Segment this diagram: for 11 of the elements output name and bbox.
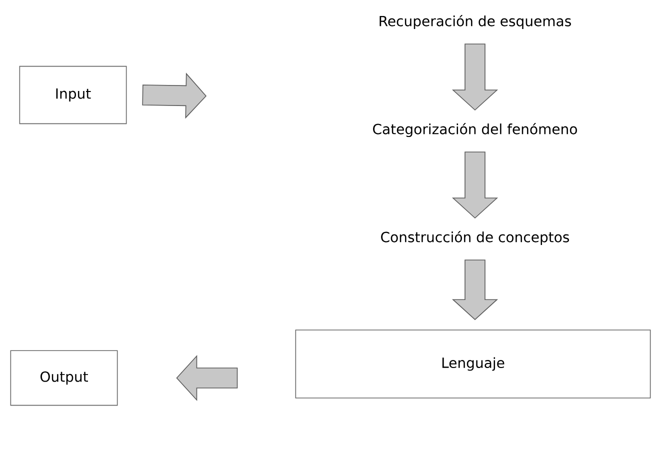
step-label: Construcción de conceptos [381,230,570,246]
block-arrow [452,44,498,111]
process-box: Input [19,66,127,124]
block-arrow [452,260,498,320]
block-arrow [142,72,207,119]
step-label: Recuperación de esquemas [380,14,571,30]
process-box: Output [10,350,118,406]
block-arrow [452,152,498,219]
block-arrow [176,354,238,402]
step-label: Categorización del fenómeno [373,122,577,138]
process-box: Lenguaje [295,330,651,398]
